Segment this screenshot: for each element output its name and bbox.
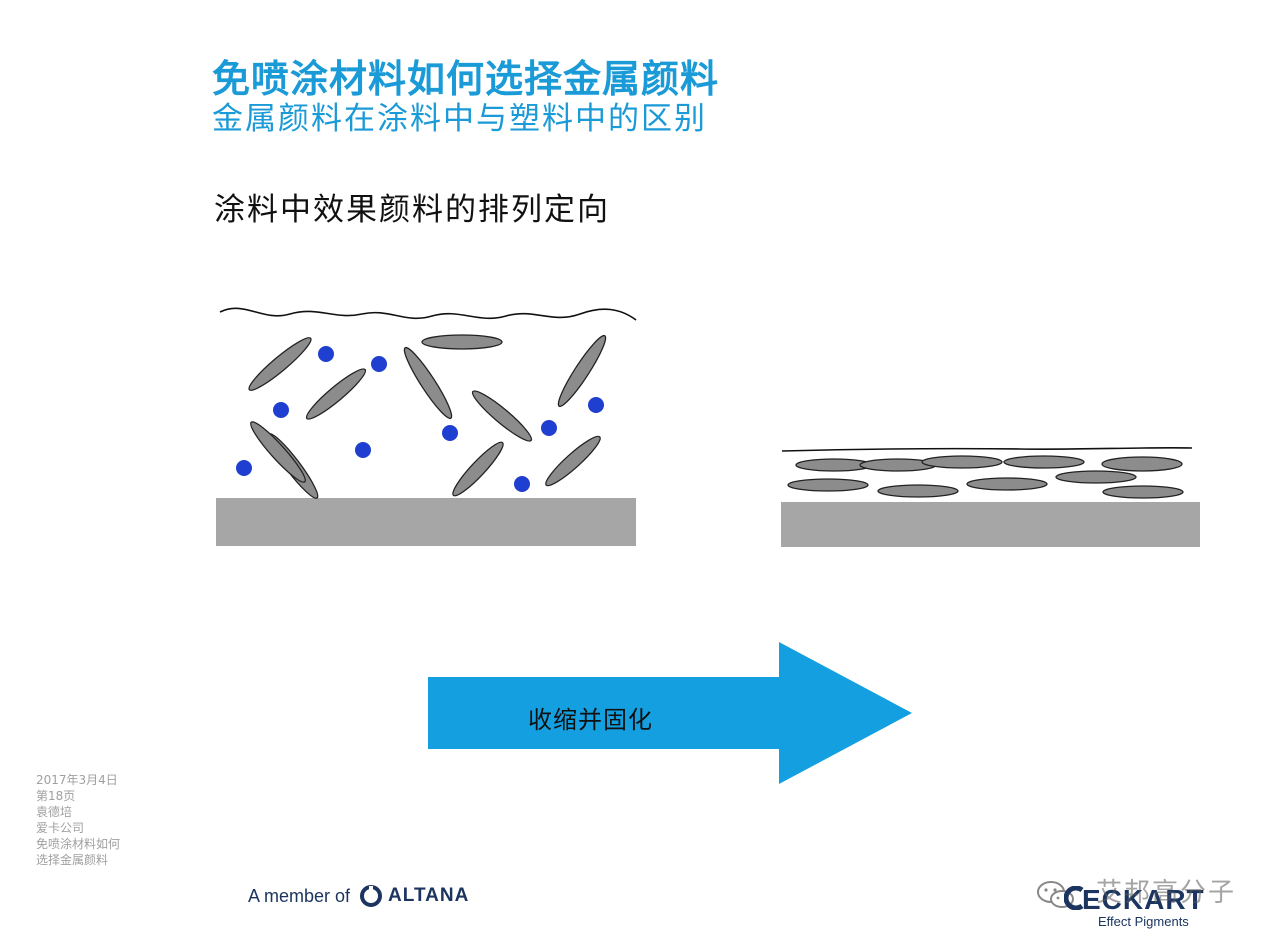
pigment-dot [371,356,387,372]
pigment-dot [442,425,458,441]
eckart-logo-icon [1064,886,1084,910]
pigment-flake [966,477,1048,491]
pigment-flake [1101,456,1183,472]
pigment-flake [305,368,367,420]
pigment-flake [1003,455,1085,469]
pigment-dot [514,476,530,492]
pigment-flake [452,441,504,497]
pigment-dot [588,397,604,413]
pigment-flake [557,334,607,408]
pigment-flake [421,334,503,350]
footnote: 2017年3月4日 第18页 袁德培 爱卡公司 免喷涂材料如何 选择金属颜料 [36,772,120,868]
watermark-text: 艾邦高分子 [1096,878,1237,908]
pigment-flake [1055,470,1137,484]
pigment-dot [541,420,557,436]
pigment-dot [273,402,289,418]
cured-coating-panel [781,446,1200,547]
pigment-flake [250,421,306,483]
process-arrow [428,642,912,784]
member-text: A member of [248,885,351,906]
footnote-company: 爱卡公司 [36,821,85,835]
altana-logo-icon [360,885,383,907]
pigment-dot [318,346,334,362]
pigment-dot [236,460,252,476]
arrow-label: 收缩并固化 [528,706,653,734]
wet-coating-surface-line [219,307,637,321]
footnote-date: 2017年3月4日 [36,773,118,787]
pigment-flake [248,337,312,391]
slide-title: 免喷涂材料如何选择金属颜料 [212,57,720,101]
substrate-left [216,498,636,546]
altana-member-line: A member of ALTANA [248,885,469,907]
footnote-author: 袁德培 [36,805,73,819]
section-heading: 涂料中效果颜料的排列定向 [214,192,610,228]
eckart-brand: ECKART [1082,884,1205,915]
pigment-flake [403,346,453,420]
pigment-flake [545,435,601,487]
slide-subtitle: 金属颜料在涂料中与塑料中的区别 [212,101,707,137]
footnote-page: 第18页 [36,789,76,803]
eckart-logo: ECKART Effect Pigments 艾邦高分子 [1037,876,1262,936]
pigment-flake [921,455,1003,469]
footnote-topic-1: 免喷涂材料如何 [36,837,121,851]
cured-coating-surface-line [781,446,1193,452]
eckart-tagline: Effect Pigments [1098,914,1189,929]
wet-coating-panel [216,307,637,546]
footnote-topic-2: 选择金属颜料 [36,853,109,867]
pigment-dot [355,442,371,458]
pigment-flake [1102,485,1184,499]
altana-brand: ALTANA [388,885,470,906]
pigment-flake [877,484,959,498]
pigment-flake [787,478,869,492]
substrate-right [781,502,1200,547]
pigment-flake [471,390,533,442]
